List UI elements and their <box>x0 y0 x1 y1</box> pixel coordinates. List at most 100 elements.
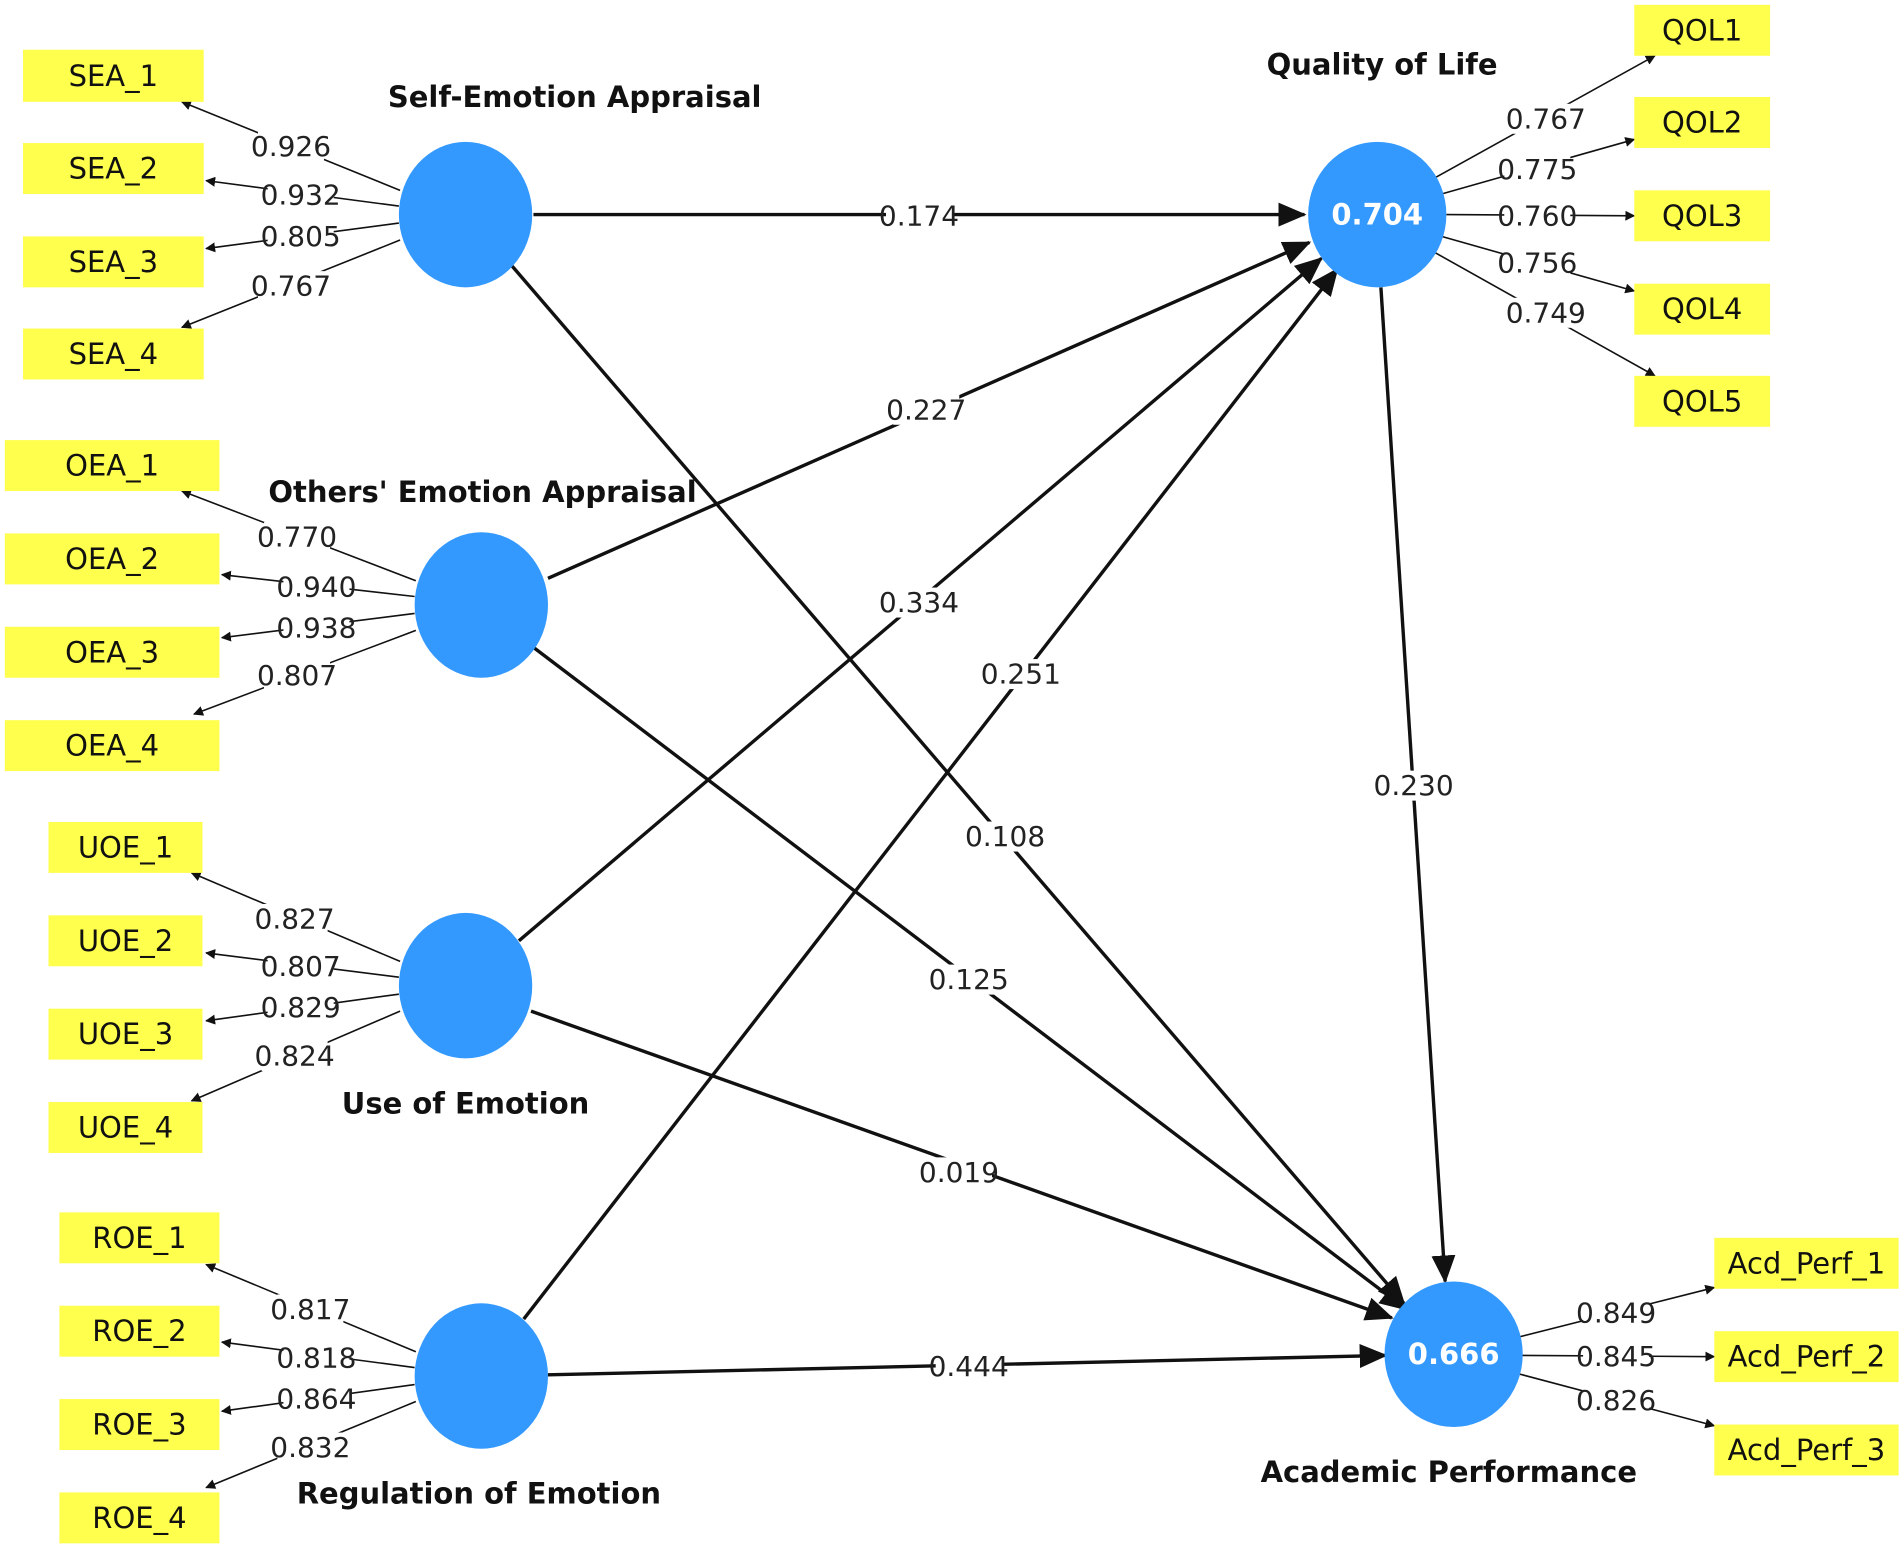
loading-label-sea_4: 0.767 <box>251 270 331 303</box>
label-background <box>1380 770 1447 801</box>
loading-label-roe_2: 0.818 <box>276 1341 356 1374</box>
indicator-uoe_4[interactable]: UOE_4 <box>48 1102 203 1153</box>
path-coefficient-oea-ap: 0.125 <box>929 963 1009 996</box>
coefficient-value: 0.174 <box>879 199 959 232</box>
indicator-box <box>23 328 204 380</box>
coefficient-value: 0.334 <box>879 586 959 619</box>
indicator-box <box>23 143 204 194</box>
indicator-box <box>1634 190 1771 242</box>
indicator-label: OEA_1 <box>65 449 159 483</box>
coefficient-value: 0.756 <box>1497 247 1577 280</box>
coefficient-value: 0.019 <box>919 1156 999 1189</box>
path-arrow <box>522 267 1339 1321</box>
indicator-box <box>59 1212 220 1264</box>
construct-sea[interactable]: Self-Emotion Appraisal <box>388 80 762 288</box>
coefficient-value: 0.767 <box>251 270 331 303</box>
indicator-sea_4[interactable]: SEA_4 <box>23 328 204 380</box>
indicator-oea_4[interactable]: OEA_4 <box>4 720 220 772</box>
indicator-roe_1[interactable]: ROE_1 <box>59 1212 220 1264</box>
construct-node <box>398 141 533 288</box>
coefficient-value: 0.251 <box>981 658 1061 691</box>
label-background <box>267 180 334 211</box>
indicator-uoe_2[interactable]: UOE_2 <box>48 915 203 967</box>
label-background <box>264 522 331 553</box>
indicator-label: ROE_1 <box>92 1221 186 1255</box>
indicator-label: Acd_Perf_1 <box>1728 1246 1886 1280</box>
indicator-roe_3[interactable]: ROE_3 <box>59 1399 220 1450</box>
construct-node <box>398 912 533 1059</box>
indicator-oea_2[interactable]: OEA_2 <box>4 533 220 585</box>
indicator-oea_1[interactable]: OEA_1 <box>4 440 220 492</box>
coefficient-value: 0.818 <box>276 1341 356 1374</box>
indicator-box <box>1634 375 1771 427</box>
indicator-layer: SEA_1SEA_2SEA_3SEA_4OEA_1OEA_2OEA_3OEA_4… <box>4 4 1899 1544</box>
indicator-uoe_3[interactable]: UOE_3 <box>48 1008 203 1060</box>
indicator-label: ROE_2 <box>92 1314 186 1348</box>
loading-label-qol1: 0.767 <box>1506 102 1586 135</box>
indicator-sea_1[interactable]: SEA_1 <box>23 49 204 102</box>
label-background <box>1583 1297 1650 1328</box>
indicator-box <box>4 440 220 492</box>
indicator-label: SEA_1 <box>69 59 159 93</box>
indicator-box <box>4 533 220 585</box>
path-coefficient-sea-ap: 0.108 <box>965 820 1045 853</box>
label-background <box>257 271 324 302</box>
coefficient-value: 0.827 <box>255 902 335 935</box>
label-background <box>283 571 350 602</box>
construct-roe[interactable]: Regulation of Emotion <box>297 1303 661 1511</box>
indicator-box <box>1634 283 1771 335</box>
indicator-qol3[interactable]: QOL3 <box>1634 190 1771 242</box>
indicator-label: QOL4 <box>1662 292 1742 326</box>
path-coefficient-roe-ap: 0.444 <box>929 1350 1009 1383</box>
coefficient-value: 0.805 <box>261 220 341 253</box>
construct-uoe[interactable]: Use of Emotion <box>342 912 590 1120</box>
indicator-qol2[interactable]: QOL2 <box>1634 96 1771 148</box>
indicator-roe_4[interactable]: ROE_4 <box>59 1492 220 1544</box>
construct-node <box>414 1303 548 1449</box>
coefficient-value: 0.826 <box>1576 1384 1656 1417</box>
coefficient-value: 0.444 <box>929 1350 1009 1383</box>
coefficient-value: 0.817 <box>270 1293 350 1326</box>
indicator-box <box>48 1102 203 1153</box>
indicator-box <box>1634 4 1771 56</box>
indicator-label: UOE_3 <box>78 1017 173 1051</box>
indicator-roe_2[interactable]: ROE_2 <box>59 1305 220 1357</box>
indicator-label: UOE_1 <box>78 830 173 864</box>
indicator-qol4[interactable]: QOL4 <box>1634 283 1771 335</box>
indicator-box <box>1714 1331 1899 1383</box>
indicator-qol5[interactable]: QOL5 <box>1634 375 1771 427</box>
label-background <box>257 131 324 162</box>
label-background <box>987 659 1054 690</box>
coefficient-value: 0.829 <box>261 991 341 1024</box>
label-background <box>267 992 334 1023</box>
coefficient-value: 0.807 <box>261 950 341 983</box>
construct-oea[interactable]: Others' Emotion Appraisal <box>268 475 697 678</box>
indicator-label: OEA_2 <box>65 542 159 576</box>
indicator-label: SEA_3 <box>69 245 159 279</box>
indicator-label: ROE_3 <box>92 1408 186 1442</box>
label-background <box>925 1157 992 1188</box>
loading-label-sea_3: 0.805 <box>261 220 341 253</box>
label-background <box>283 1384 350 1415</box>
indicator-label: SEA_4 <box>69 337 159 371</box>
indicator-acd_perf_2[interactable]: Acd_Perf_2 <box>1714 1331 1899 1383</box>
indicator-box <box>59 1492 220 1544</box>
indicator-oea_3[interactable]: OEA_3 <box>4 626 220 678</box>
label-background <box>893 394 960 425</box>
indicator-sea_3[interactable]: SEA_3 <box>23 236 204 288</box>
construct-node <box>1384 1281 1523 1427</box>
indicator-qol1[interactable]: QOL1 <box>1634 4 1771 56</box>
loading-label-qol5: 0.749 <box>1506 296 1586 329</box>
indicator-acd_perf_1[interactable]: Acd_Perf_1 <box>1714 1237 1899 1289</box>
loading-label-acd_perf_1: 0.849 <box>1576 1296 1656 1329</box>
indicator-uoe_1[interactable]: UOE_1 <box>48 821 203 873</box>
indicator-acd_perf_3[interactable]: Acd_Perf_3 <box>1714 1424 1899 1476</box>
indicator-sea_2[interactable]: SEA_2 <box>23 143 204 194</box>
label-background <box>1583 1385 1650 1416</box>
construct-name: Regulation of Emotion <box>297 1477 661 1511</box>
label-background <box>1504 200 1571 231</box>
coefficient-value: 0.770 <box>257 521 337 554</box>
